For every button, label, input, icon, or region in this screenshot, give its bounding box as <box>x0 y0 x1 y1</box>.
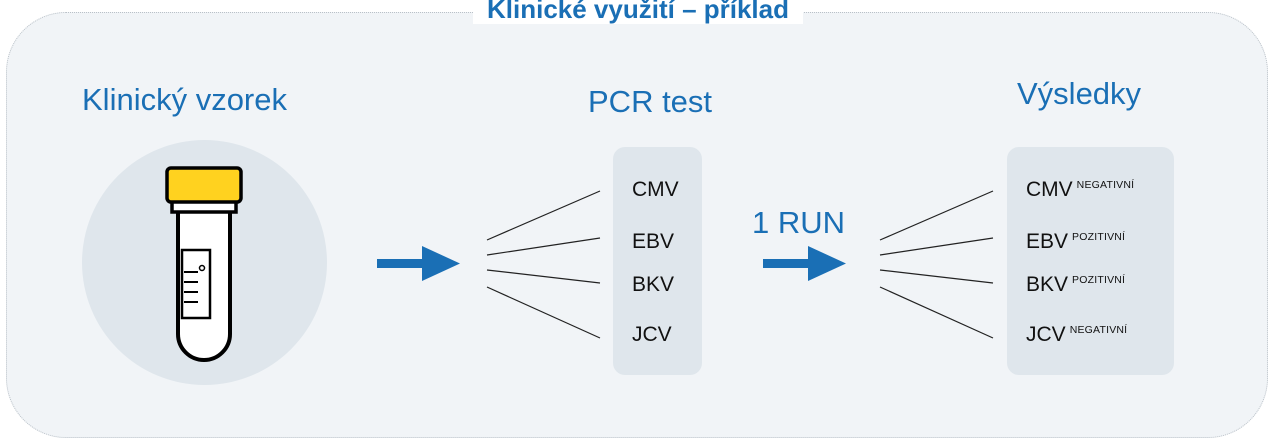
title-wrap: Klinické využití – příklad <box>0 0 1276 24</box>
result-name-jcv: JCV <box>1026 323 1066 346</box>
heading-pcr: PCR test <box>588 84 713 119</box>
run-label: 1 RUN <box>752 205 846 240</box>
pcr-item-bkv: BKV <box>632 273 675 296</box>
result-status-ebv: POZITIVNÍ <box>1072 231 1126 243</box>
pcr-item-jcv: JCV <box>632 323 672 346</box>
pcr-fan-lines <box>486 190 601 339</box>
diagram-title: Klinické využití – příklad <box>473 0 803 24</box>
pcr-list-box <box>613 147 702 375</box>
result-status-bkv: POZITIVNÍ <box>1072 274 1126 286</box>
result-name-bkv: BKV <box>1026 273 1069 296</box>
heading-results: Výsledky <box>1017 76 1142 111</box>
result-name-cmv: CMV <box>1026 178 1073 201</box>
result-status-cmv: NEGATIVNÍ <box>1076 179 1135 191</box>
results-list-box <box>1007 147 1174 375</box>
pcr-item-ebv: EBV <box>632 230 675 253</box>
heading-sample: Klinický vzorek <box>82 82 287 117</box>
right-arrow-icon <box>377 246 460 281</box>
results-fan-lines <box>879 190 994 339</box>
result-status-jcv: NEGATIVNÍ <box>1069 324 1128 336</box>
right-arrow-icon <box>763 246 846 281</box>
test-tube-icon <box>165 166 243 362</box>
pcr-item-cmv: CMV <box>632 178 679 201</box>
result-name-ebv: EBV <box>1026 230 1069 253</box>
